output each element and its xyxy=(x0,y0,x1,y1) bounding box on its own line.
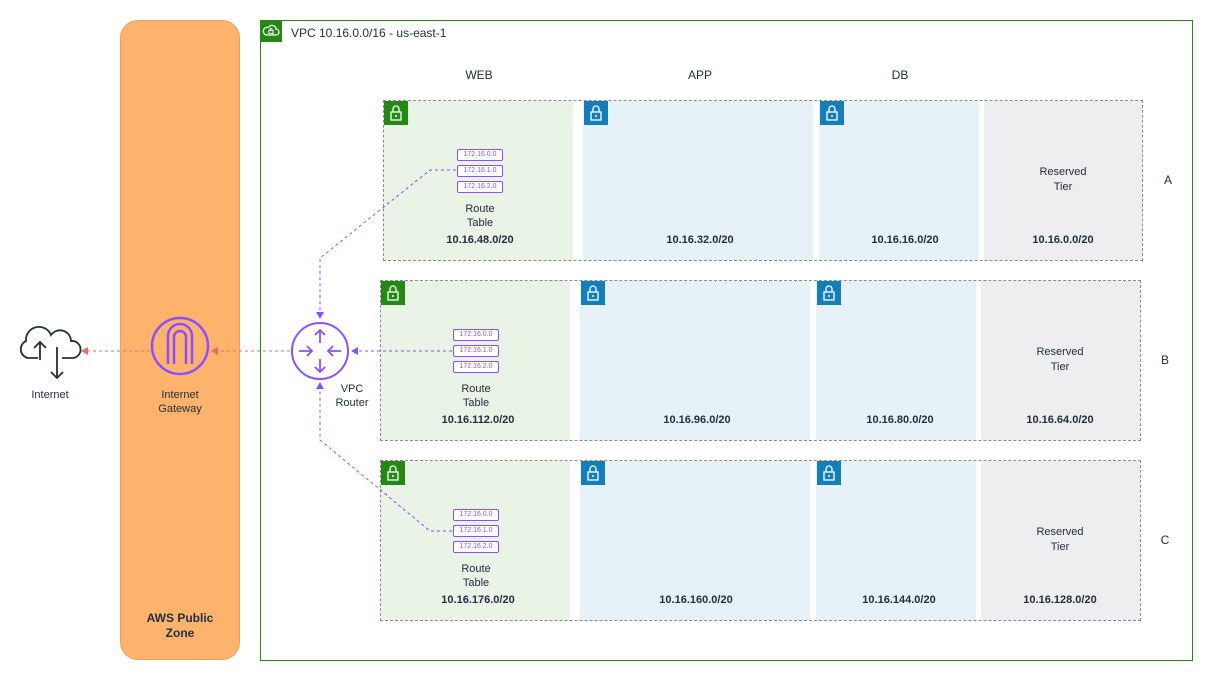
subnet-lock-icon xyxy=(817,461,841,485)
reserved-tier-label-line1: Reserved xyxy=(1036,526,1084,538)
subnet-lock-icon xyxy=(581,461,605,485)
az-row-a xyxy=(383,100,1143,261)
subnet-lock-icon xyxy=(584,101,608,125)
subnet-web-a xyxy=(384,101,573,260)
subnet-lock-icon xyxy=(581,281,605,305)
reserved-tier-label-line2: Tier xyxy=(1050,541,1070,553)
subnet-cidr-reserved-b: 10.16.64.0/20 xyxy=(1026,414,1094,426)
reserved-tier-label-line2: Tier xyxy=(1050,361,1070,373)
subnet-cidr-web-a: 10.16.48.0/20 xyxy=(446,234,514,246)
subnet-cidr-reserved-a: 10.16.0.0/20 xyxy=(1032,234,1094,246)
subnet-lock-icon xyxy=(381,461,405,485)
vpc-container xyxy=(260,20,1193,661)
vpc-title: VPC 10.16.0.0/16 - us-east-1 xyxy=(291,26,447,40)
reserved-tier-label: Reserved Tier xyxy=(1003,165,1123,195)
internet-gateway-icon xyxy=(150,316,210,376)
aws-public-zone-label-line1: AWS Public xyxy=(146,611,214,625)
subnet-reserved-c xyxy=(981,461,1140,620)
internet-gateway-label-line2: Gateway xyxy=(158,403,202,415)
route-table-label-line1: Route xyxy=(465,203,495,215)
subnet-reserved-b xyxy=(981,281,1140,440)
reserved-tier-label: Reserved Tier xyxy=(1000,525,1120,555)
reserved-tier-label: Reserved Tier xyxy=(1000,345,1120,375)
reserved-tier-label-line2: Tier xyxy=(1053,181,1073,193)
az-label-c: C xyxy=(1160,533,1170,547)
route-entry: 172.16.1.0 xyxy=(457,165,503,177)
subnet-lock-icon xyxy=(381,281,405,305)
route-entry: 172.16.2.0 xyxy=(453,361,499,373)
subnet-cidr-app-a: 10.16.32.0/20 xyxy=(666,234,734,246)
route-entry: 172.16.0.0 xyxy=(453,329,499,341)
subnet-cidr-web-c: 10.16.176.0/20 xyxy=(441,594,515,606)
az-label-a: A xyxy=(1163,173,1172,187)
subnet-db-c xyxy=(816,461,976,620)
internet-label: Internet xyxy=(31,389,69,401)
route-table-label: Route Table xyxy=(440,202,520,230)
route-connector-a xyxy=(316,169,456,319)
internet-gateway-label-line1: Internet xyxy=(161,389,199,401)
route-table-label-line2: Table xyxy=(466,217,494,229)
aws-public-zone xyxy=(120,20,240,660)
subnet-app-b xyxy=(580,281,810,440)
route-connector-c xyxy=(316,382,452,532)
subnet-db-a xyxy=(819,101,979,260)
subnet-app-a xyxy=(583,101,813,260)
aws-public-zone-label: AWS Public Zone xyxy=(120,611,240,641)
route-table-label: Route Table xyxy=(436,382,516,410)
route-table-label: Route Table xyxy=(436,562,516,590)
subnet-lock-icon xyxy=(820,101,844,125)
aws-public-zone-label-line2: Zone xyxy=(165,626,195,640)
subnet-app-c xyxy=(580,461,810,620)
subnet-web-b xyxy=(381,281,570,440)
reserved-tier-label-line1: Reserved xyxy=(1039,166,1087,178)
subnet-cidr-app-c: 10.16.160.0/20 xyxy=(659,594,733,606)
route-table-label-line2: Table xyxy=(462,577,490,589)
az-row-b xyxy=(380,280,1141,441)
vpc-router-label-line1: VPC xyxy=(340,383,364,395)
az-row-c xyxy=(380,460,1141,621)
az-label-b: B xyxy=(1160,353,1169,367)
route-entry: 172.16.2.0 xyxy=(453,541,499,553)
tier-header-db: DB xyxy=(891,68,909,82)
tier-header-app: APP xyxy=(687,68,712,82)
subnet-lock-icon xyxy=(817,281,841,305)
router-icon xyxy=(291,322,349,380)
reserved-tier-label-line1: Reserved xyxy=(1036,346,1084,358)
subnet-reserved-a xyxy=(984,101,1142,260)
subnet-cidr-web-b: 10.16.112.0/20 xyxy=(441,414,515,426)
route-table-label-line1: Route xyxy=(461,563,491,575)
subnet-cidr-db-a: 10.16.16.0/20 xyxy=(871,234,939,246)
subnet-cidr-db-b: 10.16.80.0/20 xyxy=(866,414,934,426)
internet-cloud-icon xyxy=(19,326,82,380)
route-table-label-line2: Table xyxy=(462,397,490,409)
route-entry: 172.16.0.0 xyxy=(457,149,503,161)
tier-header-web: WEB xyxy=(465,68,493,82)
route-entry: 172.16.1.0 xyxy=(453,525,499,537)
vpc-router-label-line2: Router xyxy=(335,397,369,409)
route-table-icon: 172.16.0.0 172.16.1.0 172.16.2.0 xyxy=(457,149,503,193)
route-table-icon: 172.16.0.0 172.16.1.0 172.16.2.0 xyxy=(453,509,499,553)
subnet-web-c xyxy=(381,461,570,620)
subnet-cidr-db-c: 10.16.144.0/20 xyxy=(862,594,936,606)
route-table-label-line1: Route xyxy=(461,383,491,395)
route-entry: 172.16.1.0 xyxy=(453,345,499,357)
vpc-cloud-lock-icon xyxy=(260,20,282,42)
internet-gateway-label: Internet Gateway xyxy=(140,388,220,416)
subnet-lock-icon xyxy=(384,101,408,125)
subnet-cidr-reserved-c: 10.16.128.0/20 xyxy=(1023,594,1097,606)
route-table-icon: 172.16.0.0 172.16.1.0 172.16.2.0 xyxy=(453,329,499,373)
route-entry: 172.16.2.0 xyxy=(457,181,503,193)
subnet-db-b xyxy=(816,281,976,440)
route-entry: 172.16.0.0 xyxy=(453,509,499,521)
vpc-router-label: VPC Router xyxy=(322,382,382,410)
subnet-cidr-app-b: 10.16.96.0/20 xyxy=(663,414,731,426)
